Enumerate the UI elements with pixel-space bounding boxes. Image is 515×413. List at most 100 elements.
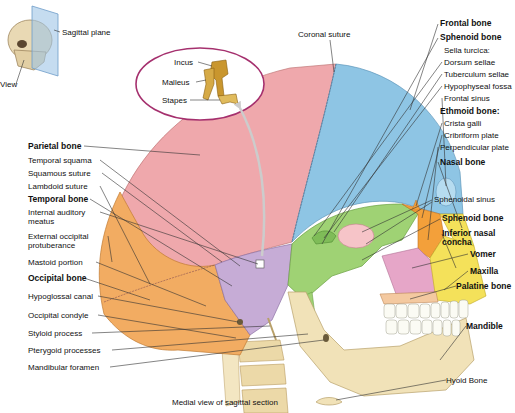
- part-label: Mastoid portion: [28, 258, 83, 267]
- tooth: [410, 320, 421, 334]
- tooth: [384, 304, 395, 318]
- part-label: Tuberculum sellae: [444, 70, 509, 79]
- leader-line: [198, 62, 212, 66]
- leader-line: [112, 334, 308, 350]
- vomer: [382, 248, 436, 294]
- tooth: [422, 320, 432, 334]
- plane-leader: [54, 30, 60, 32]
- leader-line: [366, 202, 432, 244]
- leader-line: [314, 62, 442, 236]
- tooth: [450, 301, 458, 318]
- part-label: Nasal bone: [440, 158, 485, 167]
- leader-line: [100, 186, 150, 284]
- leader-line: [90, 199, 232, 286]
- stapes-shape: [218, 94, 238, 104]
- figure-caption: Medial view of sagittal section: [172, 398, 278, 407]
- sphenoidal-sinus: [338, 224, 374, 248]
- part-label: Dorsum sellae: [444, 58, 495, 67]
- part-label: Hypoglossal canal: [28, 292, 93, 301]
- part-label: Squamous suture: [28, 169, 91, 178]
- part-label: Coronal suture: [298, 30, 350, 39]
- sella-turcica: [312, 231, 336, 244]
- leader-line: [322, 38, 438, 244]
- upper-teeth: [384, 300, 468, 318]
- tooth: [408, 304, 419, 318]
- part-label: Temporal bone: [28, 195, 88, 204]
- part-label: Sphenoid bone: [440, 33, 501, 42]
- icon-orbit: [17, 40, 27, 48]
- tooth: [452, 320, 460, 336]
- part-label: Hyoid Bone: [446, 376, 487, 385]
- part-label: Parietal bone: [28, 142, 81, 151]
- tooth: [459, 300, 468, 318]
- leader-line: [412, 254, 468, 268]
- part-label: Inferior nasal concha: [442, 229, 508, 247]
- part-label: Incus: [174, 58, 193, 67]
- leader-line: [110, 340, 324, 367]
- leader-line: [98, 296, 238, 322]
- malleus-shape: [203, 68, 214, 100]
- leader-line: [108, 236, 112, 262]
- part-label: Internal auditory meatus: [28, 208, 100, 226]
- part-label: Sphenoid bone: [442, 214, 503, 223]
- inset-ellipse: [136, 48, 264, 120]
- tooth: [443, 320, 451, 336]
- part-label: External occipital protuberance: [28, 232, 108, 250]
- hyoid-bone: [316, 398, 342, 406]
- leader-line: [410, 286, 456, 299]
- magnify-arrow: [240, 108, 264, 256]
- leader-line: [324, 86, 442, 238]
- tooth: [433, 320, 442, 335]
- part-label: Cribriform plate: [444, 131, 499, 140]
- leader-line: [410, 24, 438, 110]
- icon-plane: [32, 6, 58, 76]
- part-label: Mandible: [466, 322, 503, 331]
- part-label: Frontal bone: [440, 19, 491, 28]
- tooth: [441, 302, 449, 318]
- part-label: Styloid process: [28, 329, 82, 338]
- part-label: Vomer: [470, 250, 496, 259]
- leader-line: [330, 40, 334, 72]
- part-label: Pterygoid processes: [28, 346, 100, 355]
- lower-teeth: [386, 320, 460, 336]
- leader-line: [100, 212, 258, 264]
- part-label: Ethmoid bone:: [440, 107, 500, 116]
- part-label: Sphenoidal sinus: [434, 195, 495, 204]
- tooth: [431, 303, 440, 318]
- leader-line: [416, 123, 442, 206]
- leader-line: [98, 315, 236, 338]
- part-label: Occipital bone: [28, 274, 87, 283]
- part-label: Mandibular foramen: [28, 363, 99, 372]
- leader-line: [362, 200, 432, 232]
- part-label: Malleus: [162, 78, 190, 87]
- part-label: View: [0, 80, 17, 89]
- part-label: Perpendicular plate: [440, 143, 509, 152]
- leader-line: [362, 219, 440, 260]
- tooth: [386, 320, 397, 334]
- leader-line: [336, 380, 446, 400]
- tooth: [398, 320, 409, 334]
- part-label: Hypophyseal fossa: [444, 82, 512, 91]
- part-label: Sella turcica:: [444, 46, 490, 55]
- part-label: Frontal sinus: [444, 94, 490, 103]
- temporal-bone: [215, 244, 292, 335]
- leader-line: [84, 278, 150, 300]
- tooth: [420, 304, 430, 318]
- tooth: [396, 304, 407, 318]
- leader-line: [196, 80, 206, 82]
- leader-line: [96, 262, 206, 306]
- part-label: Sagittal plane: [62, 28, 110, 37]
- leader-line: [428, 147, 438, 240]
- vertebra: [240, 364, 286, 386]
- leader-line: [84, 146, 200, 155]
- part-label: Crista galli: [444, 119, 481, 128]
- orientation-icon: [8, 6, 60, 84]
- part-label: Stapes: [162, 96, 187, 105]
- leader-line: [440, 326, 466, 360]
- part-label: Maxilla: [470, 267, 498, 276]
- leader-line: [100, 160, 240, 266]
- part-label: Palatine bone: [456, 282, 511, 291]
- part-label: Lambdoid suture: [28, 182, 88, 191]
- leader-line: [190, 100, 220, 101]
